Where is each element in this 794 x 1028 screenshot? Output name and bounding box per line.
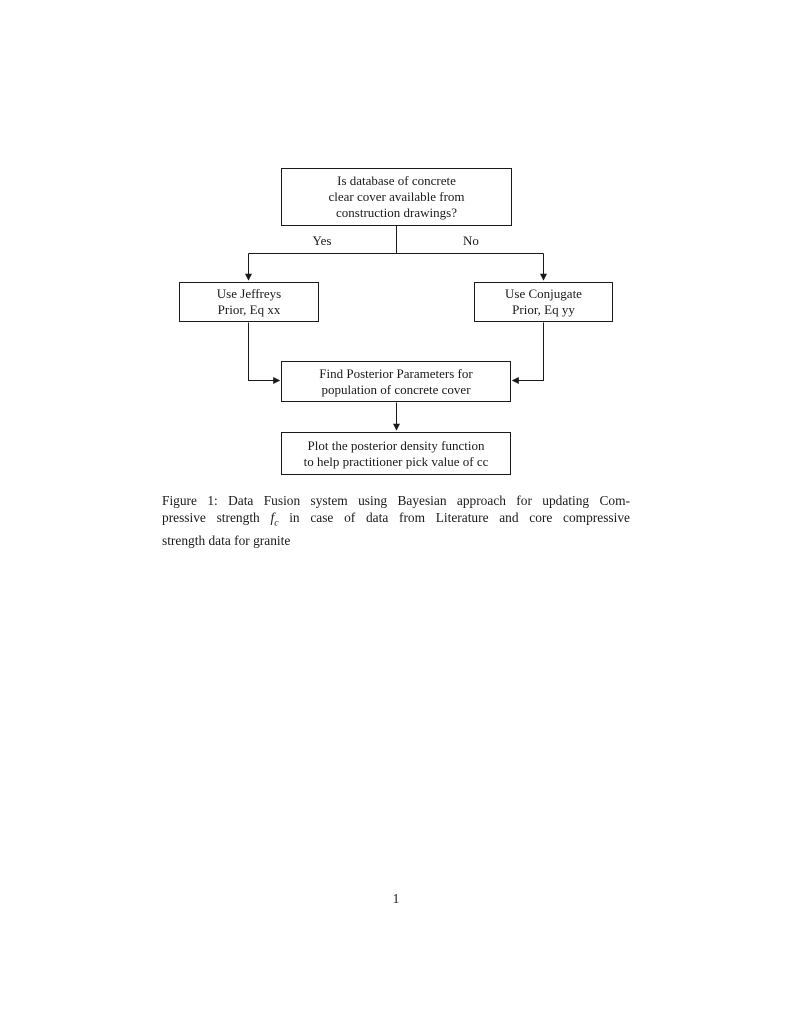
edge-jeffreys-to-posterior (248, 322, 281, 384)
caption-line-1: Figure 1: Data Fusion system using Bayes… (162, 493, 630, 508)
node-conjugate-line: Use Conjugate (505, 286, 582, 301)
node-question-line: Is database of concrete (337, 173, 456, 188)
caption-line-2-post: in case of data from Literature and core… (289, 510, 630, 526)
caption-line-2: pressive strength fc in case of data fro… (162, 509, 630, 532)
node-question-line: construction drawings? (336, 205, 457, 220)
math-fc-symbol: f (270, 510, 275, 526)
node-plot-posterior: Plot the posterior density function to h… (281, 432, 511, 475)
edge-conjugate-to-posterior (511, 322, 544, 384)
branch-label-no: No (463, 233, 479, 248)
node-jeffreys-prior: Use Jeffreys Prior, Eq xx (179, 282, 319, 322)
figure-caption: Figure 1: Data Fusion system using Bayes… (162, 492, 630, 550)
node-find-posterior: Find Posterior Parameters for population… (281, 361, 511, 402)
node-plot-line: to help practitioner pick value of cc (303, 453, 489, 469)
page-number: 1 (392, 891, 400, 906)
branch-label-yes: Yes (312, 233, 332, 248)
node-question-line: clear cover available from (328, 189, 465, 204)
node-question: Is database of concrete clear cover avai… (281, 168, 512, 226)
caption-line-3: strength data for granite (162, 533, 291, 549)
node-posterior-line: Find Posterior Parameters for (319, 365, 473, 381)
node-posterior-line: population of concrete cover (321, 381, 471, 397)
node-jeffreys-line: Prior, Eq xx (217, 302, 281, 317)
math-fc: fc (270, 510, 278, 529)
caption-line-2-pre: pressive strength (162, 510, 260, 526)
node-conjugate-line: Prior, Eq yy (512, 302, 575, 317)
node-plot-line: Plot the posterior density function (307, 437, 485, 453)
node-jeffreys-line: Use Jeffreys (216, 286, 282, 301)
math-fc-subscript: c (274, 518, 279, 530)
node-conjugate-prior: Use Conjugate Prior, Eq yy (474, 282, 613, 322)
